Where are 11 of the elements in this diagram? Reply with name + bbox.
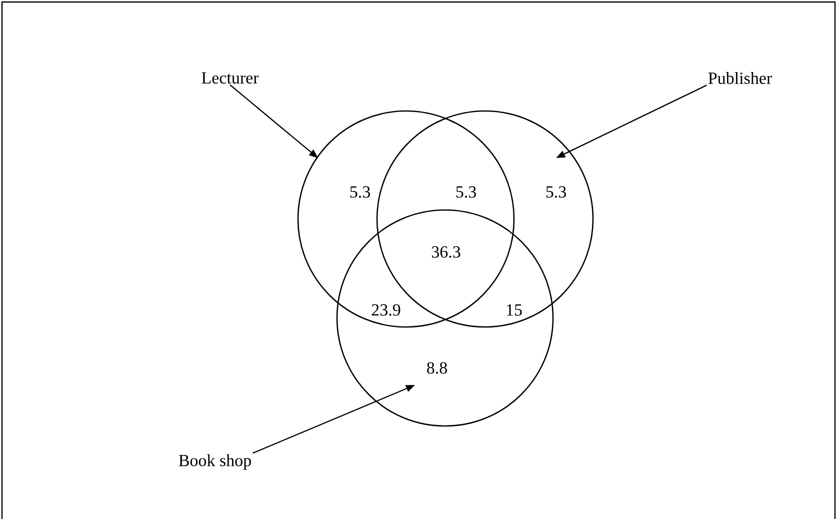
region-value: 8.8 (427, 362, 447, 374)
node-label: Lecturer (202, 72, 259, 84)
circle (336, 209, 554, 427)
region-value: 36.3 (432, 246, 460, 258)
node-label: Book shop (178, 454, 251, 470)
region-value: 5.3 (456, 186, 476, 198)
region-value: 23.9 (372, 304, 400, 316)
region-value: 15 (507, 304, 522, 316)
region-value: 5.3 (546, 186, 566, 198)
region-value: 5.3 (350, 186, 370, 198)
node-label: Publisher (708, 72, 772, 84)
